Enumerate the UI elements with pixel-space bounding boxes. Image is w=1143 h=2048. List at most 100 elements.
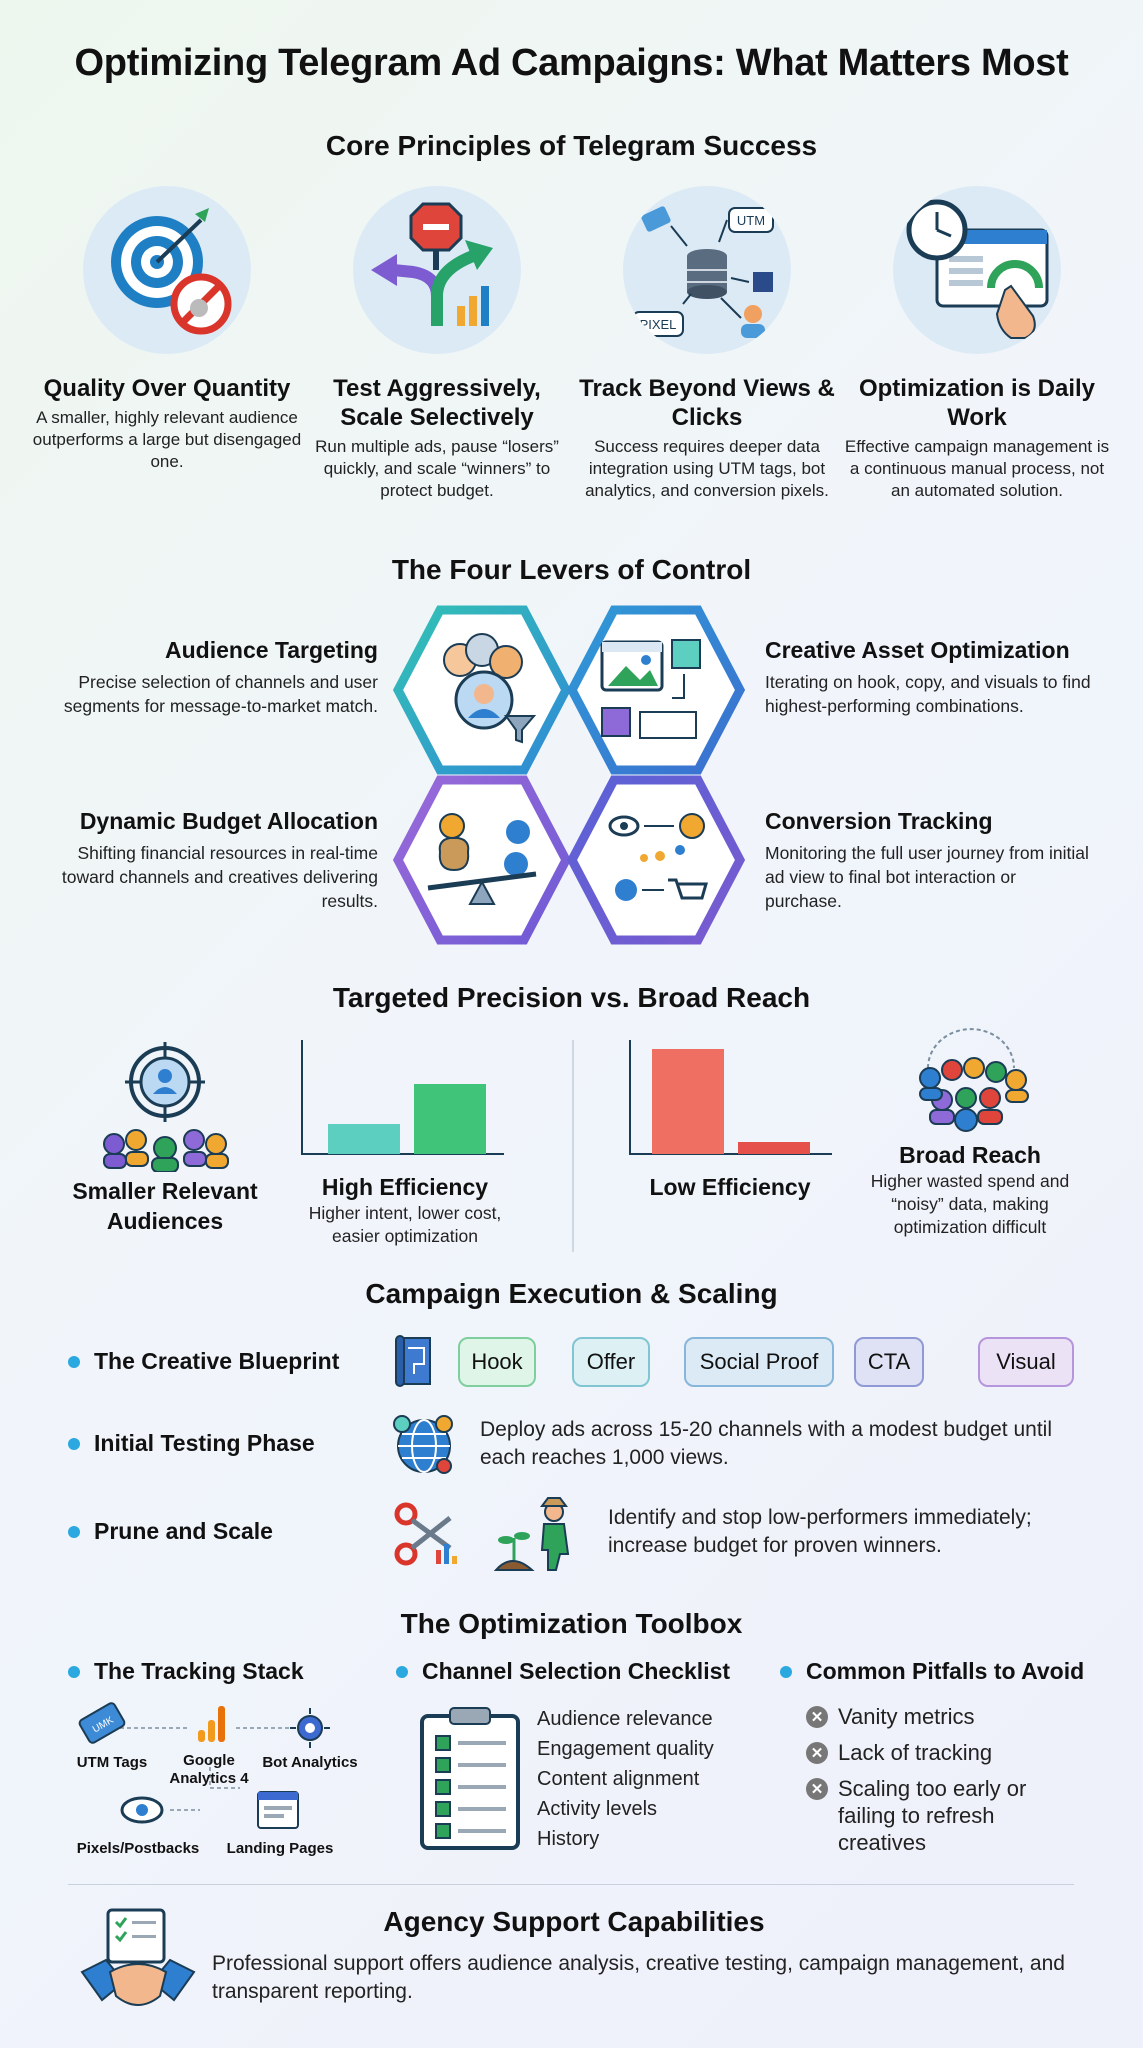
bullet-dot (68, 1355, 80, 1368)
checklist-item: Engagement quality (537, 1738, 714, 1760)
blueprint-pill-offer: Offer (572, 1337, 650, 1387)
x-circle-icon: ✕ (806, 1778, 828, 1800)
lever-desc: Precise selection of channels and user s… (63, 672, 378, 716)
lever-title: Audience Targeting (165, 637, 378, 663)
checklist-heading: Channel Selection Checklist (396, 1658, 730, 1685)
utm-tag-icon: UMK (78, 1702, 126, 1744)
tool-label-utm: UTM Tags (76, 1754, 148, 1771)
comparison-divider (572, 1040, 574, 1252)
bullet-dot (396, 1665, 408, 1678)
page-title: Optimizing Telegram Ad Campaigns: What M… (74, 42, 1069, 84)
creative-icon (600, 639, 701, 739)
target-icon (83, 186, 251, 354)
high-efficiency-title: High Efficiency (321, 1174, 489, 1200)
targeted-audience-icon (103, 1042, 229, 1172)
lever-title: Dynamic Budget Allocation (79, 808, 378, 834)
principle-test: Test Aggressively, Scale Selectively Run… (302, 186, 572, 502)
eye-icon (120, 1796, 164, 1824)
principle-title: Track Beyond Views & Clicks (579, 375, 835, 431)
pixel-tag-text: PIXEL (640, 317, 677, 332)
exec-label: Initial Testing Phase (94, 1430, 315, 1456)
prune-scale-desc: Identify and stop low-performers immedia… (608, 1506, 1032, 1557)
branching-arrows-icon (353, 186, 521, 354)
checklist-item: History (537, 1828, 600, 1850)
exec-creative-blueprint: The Creative Blueprint (68, 1348, 339, 1375)
principle-title: Test Aggressively, Scale Selectively (333, 375, 541, 431)
levers-hexagon-graphic (392, 605, 746, 945)
lever-desc: Shifting financial resources in real-tim… (61, 843, 378, 911)
lever-desc: Monitoring the full user journey from in… (765, 843, 1089, 911)
agency-desc: Professional support offers audience ana… (212, 1952, 1065, 2003)
utm-tag-text: UTM (737, 213, 765, 228)
lever-creative: Creative Asset Optimization Iterating on… (765, 637, 1095, 718)
broad-reach-icon (919, 1028, 1029, 1132)
principle-quality: Quality Over Quantity A smaller, highly … (32, 186, 302, 473)
principle-title: Quality Over Quantity (43, 375, 291, 402)
principle-daily: Optimization is Daily Work Effective cam… (842, 186, 1112, 502)
blueprint-pill-social-proof: Social Proof (684, 1337, 834, 1387)
exec-initial-testing: Initial Testing Phase (68, 1430, 315, 1457)
chart-bar (738, 1142, 810, 1154)
tool-label-pixels: Pixels/Postbacks (76, 1840, 200, 1857)
pitfalls-heading: Common Pitfalls to Avoid (780, 1658, 1084, 1685)
exec-label: The Creative Blueprint (94, 1348, 340, 1374)
blueprint-pill-cta: CTA (854, 1337, 924, 1387)
bullet-dot (68, 1437, 80, 1450)
toolbox-title: The Optimization Toolbox (400, 1608, 743, 1639)
clipboard-checklist-icon (420, 1707, 520, 1850)
x-circle-icon: ✕ (806, 1706, 828, 1728)
smaller-audiences-label: Smaller Relevant Audiences (72, 1178, 258, 1234)
principle-desc: A smaller, highly relevant audience outp… (32, 408, 302, 471)
data-flow-icon: UTM PIXEL (623, 186, 791, 354)
x-circle-icon: ✕ (806, 1742, 828, 1764)
tracking-stack-heading: The Tracking Stack (68, 1658, 304, 1685)
principles-title: Core Principles of Telegram Success (325, 130, 818, 161)
levers-title: The Four Levers of Control (391, 554, 752, 585)
smaller-audiences-block: Smaller Relevant Audiences (60, 1176, 270, 1236)
principle-desc: Success requires deeper data integration… (585, 437, 829, 500)
pitfall-item: Scaling too early or failing to refresh … (838, 1776, 1027, 1855)
landing-page-icon (257, 1791, 299, 1829)
handshake-icon (80, 1908, 196, 2006)
high-efficiency-chart (301, 1040, 504, 1155)
principle-desc: Effective campaign management is a conti… (844, 437, 1110, 500)
blueprint-pill-hook: Hook (458, 1337, 536, 1387)
agency-title: Agency Support Capabilities (383, 1906, 765, 1937)
clock-dashboard-icon (893, 186, 1061, 354)
lever-tracking: Conversion Tracking Monitoring the full … (765, 808, 1095, 913)
lever-budget: Dynamic Budget Allocation Shifting finan… (48, 808, 378, 913)
blueprint-icon (395, 1335, 431, 1387)
checklist-item: Audience relevance (537, 1708, 713, 1730)
scissors-icon (394, 1502, 457, 1566)
initial-testing-desc: Deploy ads across 15-20 channels with a … (480, 1418, 1053, 1469)
pitfall-item: Vanity metrics (838, 1704, 975, 1729)
bullet-dot (780, 1665, 792, 1678)
blueprint-pill-visual: Visual (978, 1337, 1074, 1387)
checklist-item: Activity levels (537, 1798, 658, 1820)
tool-label-landing: Landing Pages (226, 1840, 334, 1857)
lever-title: Conversion Tracking (765, 808, 993, 834)
low-efficiency-chart (629, 1040, 832, 1155)
exec-label: Prune and Scale (94, 1518, 273, 1544)
chart-bar (414, 1084, 486, 1154)
budget-scale-icon (427, 813, 537, 905)
pitfalls-title: Common Pitfalls to Avoid (806, 1658, 1085, 1684)
principle-track: UTM PIXEL Track Beyond Views & Clicks Su… (572, 186, 842, 502)
high-efficiency-block: High Efficiency Higher intent, lower cos… (290, 1172, 520, 1248)
bullet-dot (68, 1525, 80, 1538)
audience-icon (443, 633, 537, 744)
broad-reach-label: Broad Reach (899, 1142, 1041, 1168)
globe-icon (393, 1415, 453, 1474)
broad-reach-desc: Higher wasted spend and “noisy” data, ma… (870, 1171, 1070, 1237)
tool-label-ga4: Google Analytics 4 (169, 1752, 249, 1787)
google-analytics-icon (198, 1706, 225, 1742)
lever-desc: Iterating on hook, copy, and visuals to … (765, 672, 1091, 716)
bot-analytics-icon (290, 1708, 330, 1748)
low-efficiency-block: Low Efficiency (620, 1172, 840, 1202)
tracking-stack-title: The Tracking Stack (94, 1658, 304, 1684)
bullet-dot (68, 1665, 80, 1678)
hex-budget (392, 775, 572, 945)
gardener-icon (493, 1497, 570, 1571)
exec-prune-scale: Prune and Scale (68, 1518, 273, 1545)
lever-title: Creative Asset Optimization (765, 637, 1070, 663)
